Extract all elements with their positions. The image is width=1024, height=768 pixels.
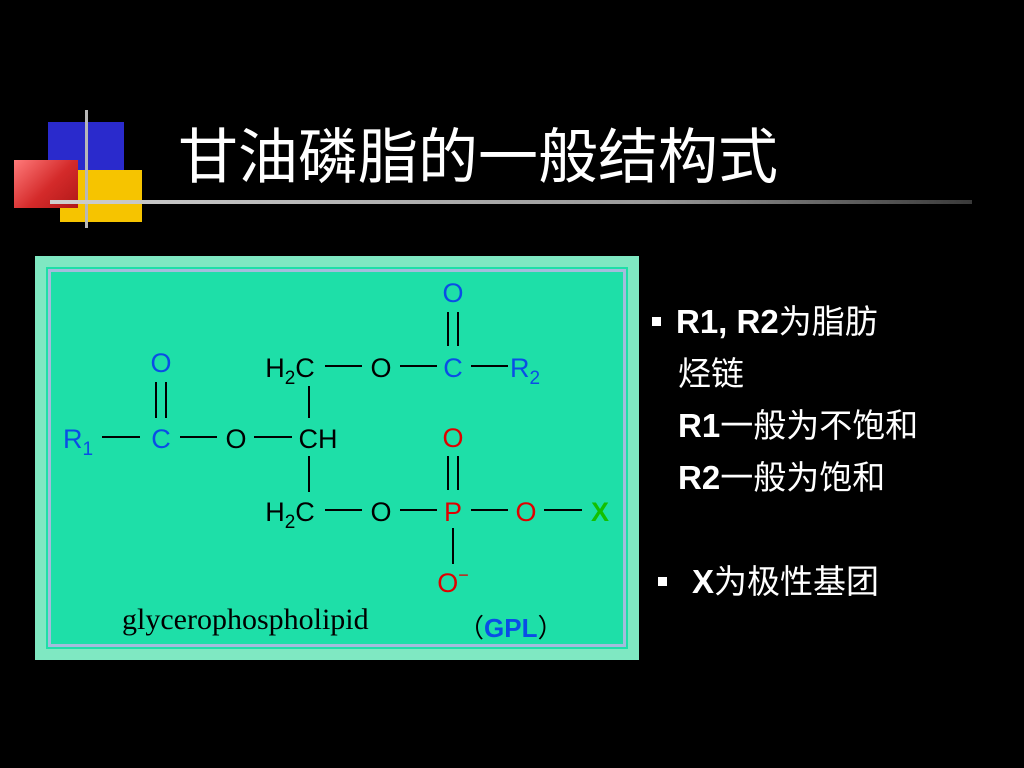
bullet-line: R1, R2为脂肪 bbox=[676, 302, 878, 341]
atom-h2c-bottom: H2C bbox=[265, 497, 315, 533]
structure-caption: glycerophospholipid bbox=[122, 603, 369, 636]
atom-c-carbonyl-top: C bbox=[443, 353, 463, 383]
atom-p: P bbox=[444, 497, 462, 527]
bullet-line: X为极性基团 bbox=[692, 562, 880, 601]
atom-o-ester-top: O bbox=[370, 353, 391, 383]
atom-o-minus: O− bbox=[437, 565, 469, 598]
decor-vertical-line bbox=[85, 110, 88, 228]
atom-o-phosphoryl: O bbox=[442, 423, 463, 453]
atom-o-carbonyl-top: O bbox=[442, 278, 463, 308]
atom-h2c-top: H2C bbox=[265, 353, 315, 389]
bond-lines bbox=[102, 312, 582, 564]
bullet-line: R1一般为不饱和 bbox=[678, 406, 919, 445]
structure-panel-inner-border bbox=[48, 269, 626, 647]
atom-c-carbonyl-left: C bbox=[151, 424, 171, 454]
structure-abbreviation: （GPL） bbox=[458, 613, 563, 644]
slide-title: 甘油磷脂的一般结构式 bbox=[178, 123, 778, 193]
bullet-list: R1, R2为脂肪 烃链 R1一般为不饱和 R2一般为饱和 X为极性基团 bbox=[652, 296, 1022, 608]
atom-o-phosphate-right: O bbox=[515, 497, 536, 527]
title-underline bbox=[50, 200, 972, 204]
bullet-square-icon bbox=[658, 577, 667, 586]
bullet-x-group: X为极性基团 bbox=[652, 556, 1022, 608]
atom-ch: CH bbox=[299, 424, 338, 454]
bullet-square-icon bbox=[652, 317, 661, 326]
atom-o-carbonyl-left: O bbox=[150, 348, 171, 378]
atom-o-ester-left: O bbox=[225, 424, 246, 454]
bullet-r-chains: R1, R2为脂肪 烃链 R1一般为不饱和 R2一般为饱和 bbox=[652, 296, 1022, 504]
bullet-line: R2一般为饱和 bbox=[678, 458, 886, 497]
atom-r1: R1 bbox=[63, 424, 93, 460]
atom-o-ester-bottom: O bbox=[370, 497, 391, 527]
atom-x-polar-group: X bbox=[591, 497, 609, 527]
atom-r2: R2 bbox=[510, 353, 540, 389]
bullet-line: 烃链 bbox=[678, 354, 744, 393]
structure-panel bbox=[35, 256, 639, 660]
